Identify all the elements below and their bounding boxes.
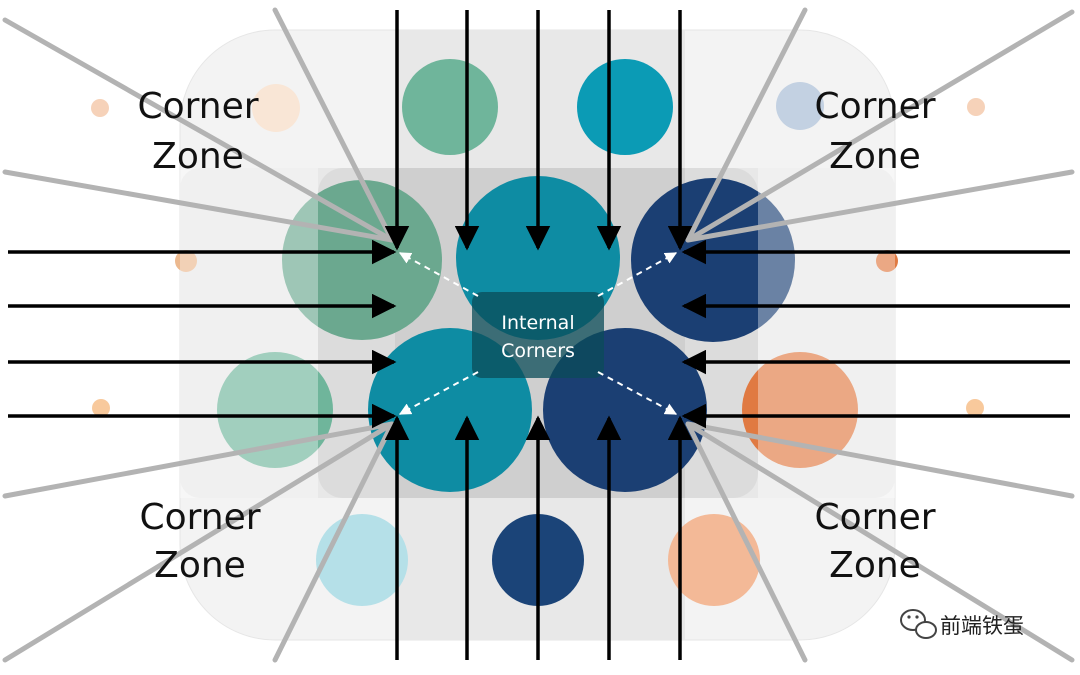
- wechat-icon: [900, 609, 937, 639]
- tiny-circle-orange: [876, 250, 898, 272]
- diagonal-line: [2, 169, 395, 243]
- circle-navy-large: [631, 178, 795, 342]
- circle-teal-top: [577, 59, 673, 155]
- corner-zone-label-top-left: Corner: [137, 86, 258, 127]
- circle-green-large: [282, 180, 442, 340]
- tiny-circle-peach: [91, 99, 109, 117]
- corner-zone-label-bottom-left: Corner: [139, 497, 260, 538]
- diagonal-line: [685, 421, 1075, 499]
- diagonal-line: [685, 7, 808, 243]
- corner-zone-label-bottom-right: Corner: [814, 497, 935, 538]
- internal-corners-box: [472, 292, 604, 378]
- dashed-arrow: [398, 371, 479, 415]
- tiny-circle-orange: [92, 399, 110, 417]
- internal-corners-label: Corners: [501, 340, 575, 362]
- diagonal-line: [272, 7, 395, 243]
- watermark: 前端铁蛋: [900, 609, 1024, 639]
- diagonal-line: [2, 17, 395, 243]
- arrows-from-left: [8, 239, 397, 429]
- diagonal-line: [2, 421, 395, 499]
- tiny-circle-orange: [175, 250, 197, 272]
- corner-zone-label-top-right: Zone: [829, 136, 921, 177]
- corner-zone-label-bottom-right: Zone: [829, 545, 921, 586]
- watermark-text: 前端铁蛋: [940, 614, 1024, 638]
- circle-green-top: [402, 59, 498, 155]
- arrows-from-top: [384, 10, 693, 251]
- dashed-arrow: [597, 252, 678, 297]
- diagonal-line: [685, 421, 1075, 663]
- circle-light-cyan-bottom: [316, 514, 408, 606]
- corner-zone-label-top-left: Zone: [152, 136, 244, 177]
- dashed-arrow: [597, 371, 678, 415]
- tiny-circle-orange: [966, 399, 984, 417]
- tiny-circle-peach: [967, 98, 985, 116]
- arrows-from-right: [681, 239, 1070, 429]
- diagonal-line: [685, 9, 1075, 243]
- dashed-arrow: [398, 252, 479, 297]
- internal-corners-label: Internal: [501, 312, 574, 334]
- internal-dashed-arrows: [398, 252, 678, 415]
- diagonal-line: [685, 421, 808, 663]
- diagonal-line: [685, 169, 1075, 243]
- circle-peach-bottom: [668, 514, 760, 606]
- corner-zone-label-top-right: Corner: [814, 86, 935, 127]
- corner-diagonal-lines: [2, 7, 1075, 663]
- arrows-from-bottom: [384, 415, 693, 660]
- diagonal-line: [272, 421, 395, 663]
- small-circle-light-blue: [776, 82, 824, 130]
- diagonal-line: [2, 421, 395, 663]
- small-circle-peach: [252, 84, 300, 132]
- corner-zone-label-bottom-left: Zone: [154, 545, 246, 586]
